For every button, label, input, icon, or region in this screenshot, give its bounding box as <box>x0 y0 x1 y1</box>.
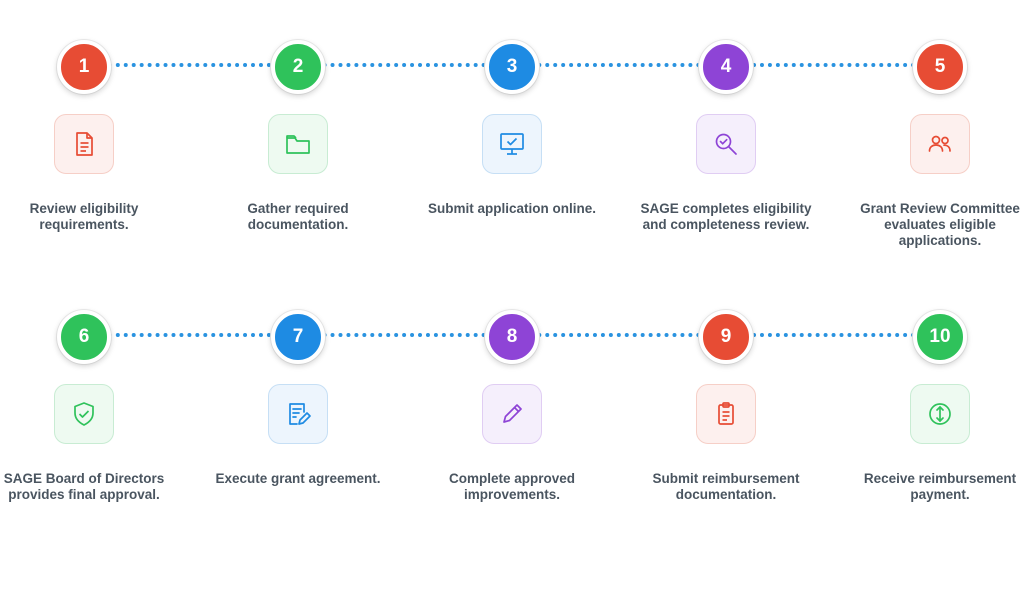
step-icon-tile <box>268 384 328 444</box>
step-icon-tile <box>910 114 970 174</box>
step-7: 7 Execute grant agreement. <box>203 310 393 487</box>
step-number-badge: 8 <box>485 310 539 364</box>
step-9: 9 Submit reimbursement documentation. <box>631 310 821 503</box>
clipboard-icon <box>718 402 734 425</box>
people-icon <box>928 135 951 152</box>
step-number-badge: 5 <box>913 40 967 94</box>
pencil-icon <box>503 404 522 423</box>
step-label: Complete approved improvements. <box>448 471 576 502</box>
step-icon-tile <box>910 384 970 444</box>
step-label: Review eligibility requirements. <box>29 201 139 232</box>
step-icon-tile <box>696 384 756 444</box>
step-icon-tile <box>482 114 542 174</box>
step-10: 10 Receive reimbursement payment. <box>845 310 1024 503</box>
step-label: Submit reimbursement documentation. <box>652 471 800 502</box>
step-icon-tile <box>482 384 542 444</box>
step-number-badge: 1 <box>57 40 111 94</box>
step-number-badge: 9 <box>699 310 753 364</box>
folder-icon <box>286 135 310 154</box>
step-icon-tile <box>268 114 328 174</box>
step-number-badge: 4 <box>699 40 753 94</box>
monitor-check-icon <box>500 133 524 155</box>
step-icon-tile <box>54 114 114 174</box>
step-number-badge: 6 <box>57 310 111 364</box>
step-icon-tile <box>696 114 756 174</box>
step-4: 4 SAGE completes eligibility and complet… <box>631 40 821 233</box>
step-label: Submit application online. <box>427 201 596 216</box>
step-number-badge: 3 <box>485 40 539 94</box>
step-label: Gather required documentation. <box>247 201 349 232</box>
step-label: SAGE Board of Directors provides final a… <box>3 471 165 502</box>
document-edit-icon <box>289 403 311 425</box>
step-number-badge: 2 <box>271 40 325 94</box>
step-5: 5 Grant Review Committee evaluates eligi… <box>845 40 1024 249</box>
step-label: Grant Review Committee evaluates eligibl… <box>860 201 1020 248</box>
step-8: 8 Complete approved improvements. <box>417 310 607 503</box>
step-6: 6 SAGE Board of Directors provides final… <box>0 310 179 503</box>
step-label: SAGE completes eligibility and completen… <box>640 201 812 232</box>
step-icon-tile <box>54 384 114 444</box>
step-2: 2 Gather required documentation. <box>203 40 393 233</box>
step-number-badge: 7 <box>271 310 325 364</box>
step-1: 1 Review eligibility requirements. <box>0 40 179 233</box>
step-number-badge: 10 <box>913 310 967 364</box>
step-label: Execute grant agreement. <box>215 471 381 486</box>
document-icon <box>76 132 93 156</box>
step-3: 3 Submit application online. <box>417 40 607 217</box>
coin-transfer-icon <box>929 403 951 425</box>
magnifier-check-icon <box>715 133 737 155</box>
step-label: Receive reimbursement payment. <box>863 471 1017 502</box>
shield-check-icon <box>74 402 94 426</box>
